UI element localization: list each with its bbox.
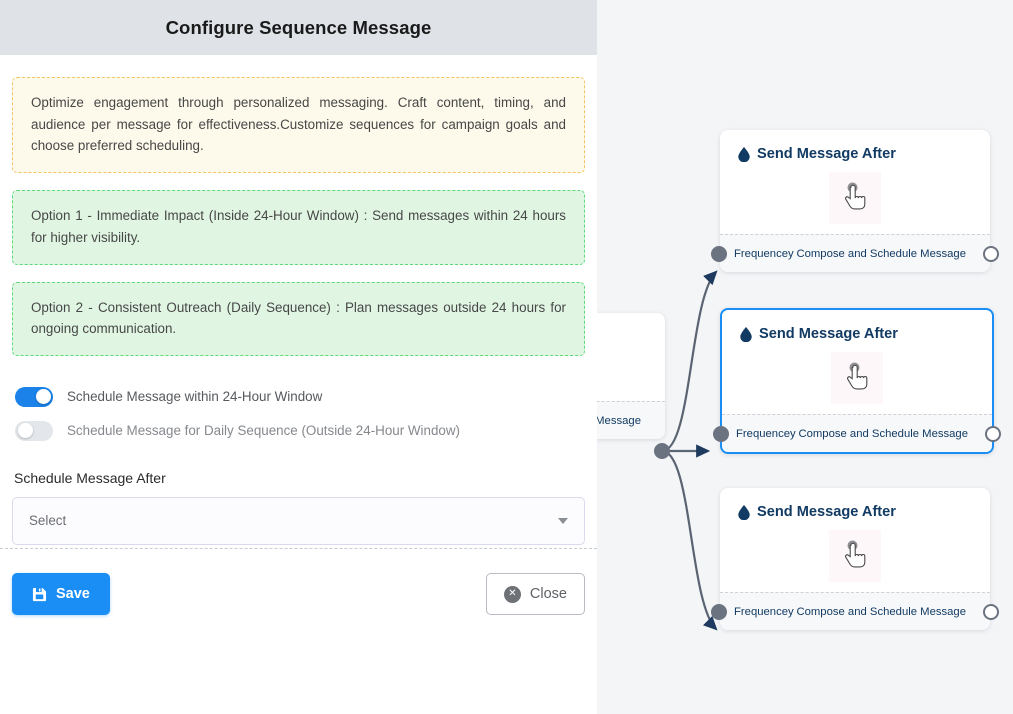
node-head: Send Message After (722, 310, 992, 342)
dialog-header: Configure Sequence Message (0, 0, 597, 55)
flow-node-send-message-after-1[interactable]: Send Message After Frequencey Compose an… (711, 130, 999, 272)
node-title: Send Message After (757, 504, 896, 520)
pointing-hand-cursor-icon (829, 172, 881, 224)
close-button-label: Close (529, 586, 567, 602)
node-foot: Frequencey Compose and Schedule Message (711, 592, 999, 630)
info-note: Optimize engagement through personalized… (12, 77, 585, 174)
toggle-switch-daily-sequence[interactable] (15, 420, 53, 441)
node-title: Send Message After (759, 326, 898, 342)
toggle-row-daily-sequence[interactable]: Schedule Message for Daily Sequence (Out… (15, 414, 585, 448)
node-foot: Frequencey Compose and Schedule Message (713, 414, 1001, 452)
configure-sequence-dialog: Configure Sequence Message Optimize enga… (0, 0, 597, 714)
node-body (720, 520, 990, 592)
node-title: Send Message After (757, 146, 896, 162)
node-foot-right-label: ce Message (597, 414, 641, 427)
option-1-note: Option 1 - Immediate Impact (Inside 24-H… (12, 190, 585, 265)
flow-node-send-message-after-2[interactable]: Send Message After Frequencey Compose an… (713, 308, 1001, 454)
droplet-icon (738, 504, 750, 520)
floppy-disk-icon (32, 587, 47, 601)
node-foot-right-label: Compose and Schedule Message (798, 427, 968, 440)
node-foot-right-label: Compose and Schedule Message (796, 605, 966, 618)
node-input-handle[interactable] (713, 425, 729, 442)
page-title: Configure Sequence Message (165, 16, 432, 38)
edge-to-node-1 (661, 270, 718, 453)
option-2-note: Option 2 - Consistent Outreach (Daily Se… (12, 281, 585, 356)
node-body (597, 329, 665, 401)
schedule-message-after-label: Schedule Message After (14, 469, 166, 486)
node-head (597, 313, 665, 329)
node-foot: ce Message (597, 401, 665, 439)
source-output-handle[interactable] (654, 443, 670, 459)
node-head: Send Message After (720, 130, 990, 162)
node-foot-left-label: Frequencey (734, 605, 794, 618)
upstream-node-partial[interactable]: ce Message (597, 313, 665, 439)
node-output-handle[interactable] (983, 245, 999, 262)
toggle-label-daily-sequence: Schedule Message for Daily Sequence (Out… (67, 423, 460, 439)
close-button[interactable]: ✕ Close (485, 573, 585, 615)
select-value: Select (29, 513, 67, 529)
node-body (720, 162, 990, 234)
flow-node-send-message-after-3[interactable]: Send Message After Frequencey Compose an… (711, 488, 999, 630)
node-foot-right-label: Compose and Schedule Message (796, 247, 966, 260)
pointing-hand-cursor-icon (831, 352, 883, 404)
x-circle-icon: ✕ (503, 585, 521, 603)
save-button[interactable]: Save (12, 573, 110, 615)
toggle-group: Schedule Message within 24-Hour Window S… (12, 380, 585, 448)
toggle-row-within-24h[interactable]: Schedule Message within 24-Hour Window (15, 380, 585, 414)
node-foot-left-label: Frequencey (734, 247, 794, 260)
droplet-icon (738, 146, 750, 162)
node-body (722, 342, 992, 414)
node-foot: Frequencey Compose and Schedule Message (711, 234, 999, 272)
flow-canvas[interactable]: ce Message Send Message After Frequencey… (597, 0, 1013, 714)
dialog-footer: Save ✕ Close (0, 549, 597, 639)
dialog-body: Optimize engagement through personalized… (0, 77, 597, 545)
toggle-knob (17, 423, 33, 439)
save-button-label: Save (56, 586, 90, 602)
footer-divider (0, 548, 597, 549)
node-output-handle[interactable] (983, 603, 999, 620)
edge-to-node-3 (661, 449, 718, 631)
node-foot-left-label: Frequencey (736, 427, 796, 440)
toggle-switch-within-24h[interactable] (15, 386, 53, 407)
node-input-handle[interactable] (711, 603, 727, 620)
chevron-down-icon (558, 517, 568, 524)
node-output-handle[interactable] (985, 425, 1001, 442)
pointing-hand-cursor-icon (829, 530, 881, 582)
node-input-handle[interactable] (711, 245, 727, 262)
toggle-knob (35, 389, 51, 405)
node-head: Send Message After (720, 488, 990, 520)
droplet-icon (740, 326, 752, 342)
schedule-message-after-select[interactable]: Select (12, 496, 585, 545)
toggle-label-within-24h: Schedule Message within 24-Hour Window (67, 389, 323, 405)
